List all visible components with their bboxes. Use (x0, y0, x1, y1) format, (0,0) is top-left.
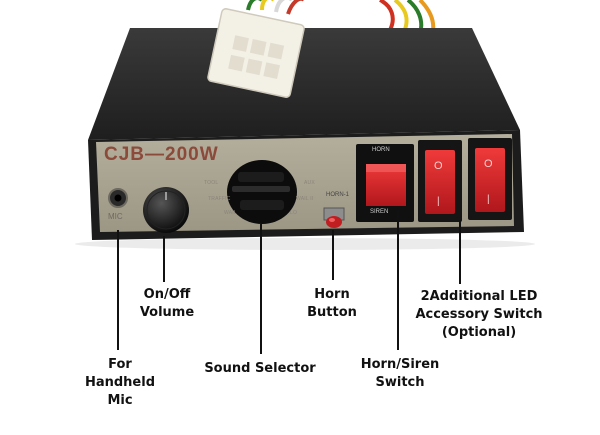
sound-selector-knob (227, 160, 297, 224)
selector-label-traffic: TRAFFIC (208, 196, 231, 202)
leader-accessory (459, 220, 461, 284)
selector-label-wail-ii: WAIL II (296, 196, 314, 202)
selector-label-aux: AUX (304, 180, 315, 186)
selector-label-tool: TOOL (204, 180, 219, 186)
selector-label-wail: WAIL (224, 210, 237, 216)
leader-horn-button (332, 230, 334, 280)
mic-jack (108, 188, 128, 208)
horn-push-button (323, 207, 345, 228)
leader-mic (117, 230, 119, 350)
rocker2-bottom-symbol: | (487, 194, 490, 205)
accessory-switch-2 (468, 138, 512, 220)
mic-label: MIC (108, 212, 123, 221)
leader-volume (163, 236, 165, 282)
callout-sound-selector: Sound Selector (204, 361, 316, 376)
volume-knob (143, 187, 189, 233)
horn-button-label: HORN-1 (326, 192, 350, 198)
switch-bottom-label: SIREN (370, 209, 389, 215)
power-connector (207, 8, 305, 98)
model-label: CJB—200W (104, 144, 219, 165)
rocker1-bottom-symbol: | (437, 196, 440, 207)
selector-label-lo: LO (290, 210, 298, 216)
housing-top (88, 28, 520, 140)
rocker1-top-symbol: O (434, 160, 443, 172)
leader-selector (260, 224, 262, 354)
callout-handheld-mic: For Handheld Mic (84, 357, 156, 408)
callout-accessory: 2Additional LED Accessory Switch (Option… (415, 289, 543, 340)
callout-volume: On/Off Volume (139, 287, 195, 320)
leader-horn-siren (397, 210, 399, 350)
horn-siren-switch (356, 144, 414, 222)
rocker2-top-symbol: O (484, 158, 493, 170)
callout-horn-button: Horn Button (307, 287, 357, 320)
switch-top-label: HORN (372, 147, 390, 153)
accessory-switch-1 (418, 140, 462, 222)
callout-horn-siren: Horn/Siren Switch (360, 357, 440, 390)
